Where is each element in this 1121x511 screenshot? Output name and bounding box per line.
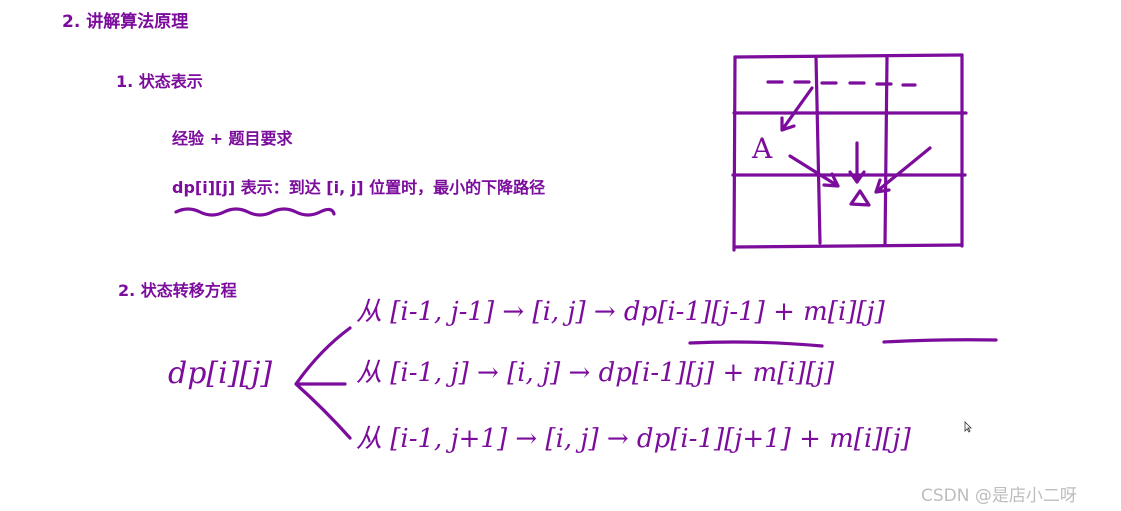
term-underline-2: [882, 338, 998, 344]
state-transition-heading: 2. 状态转移方程: [118, 281, 237, 300]
term-underline-1: [688, 340, 824, 348]
grid-label-a: A: [752, 132, 773, 165]
equation-bracket: [294, 326, 352, 440]
grid-diagram: [731, 53, 968, 252]
section-heading: 2. 讲解算法原理: [62, 12, 189, 32]
wavy-underline: [174, 207, 336, 217]
watermark: CSDN @是店小二呀: [921, 486, 1077, 506]
mouse-cursor-icon: [964, 421, 972, 433]
equation-row-3: 从 [i-1, j+1] → [i, j] → dp[i-1][j+1] + m…: [356, 424, 911, 454]
equation-lhs: dp[i][j]: [168, 356, 273, 391]
equation-row-2: 从 [i-1, j] → [i, j] → dp[i-1][j] + m[i][…: [356, 358, 835, 388]
experience-requirement-text: 经验 + 题目要求: [172, 129, 293, 148]
dp-definition-text: dp[i][j] 表示：到达 [i, j] 位置时，最小的下降路径: [172, 178, 546, 197]
equation-row-1: 从 [i-1, j-1] → [i, j] → dp[i-1][j-1] + m…: [356, 297, 885, 327]
state-representation-heading: 1. 状态表示: [116, 72, 203, 91]
